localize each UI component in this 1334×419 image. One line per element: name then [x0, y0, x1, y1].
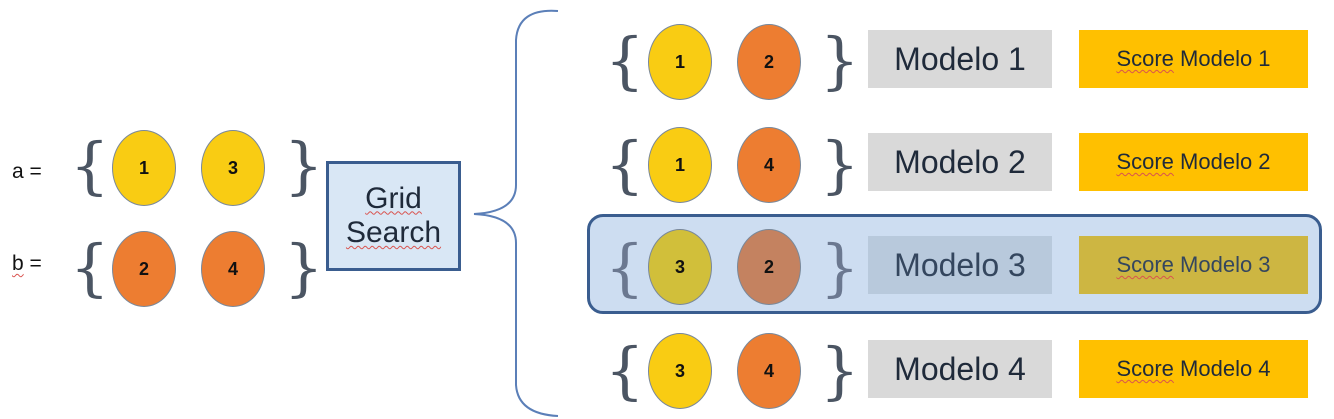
param-a-value-1: 1 — [112, 130, 176, 206]
param-b-label: b = — [12, 252, 42, 275]
combo-4-b: 4 — [737, 333, 801, 409]
combo-3-score: Score Modelo 3 — [1079, 236, 1308, 294]
combo-2-open-brace: { — [605, 128, 645, 201]
param-a-label: a = — [12, 160, 42, 183]
combo-2-score: Score Modelo 2 — [1079, 133, 1308, 191]
combo-4-open-brace: { — [605, 334, 645, 407]
param-a-value-2: 3 — [201, 130, 265, 206]
combo-1-open-brace: { — [605, 24, 645, 97]
param-b-open-brace: { — [70, 231, 110, 304]
combo-3-a: 3 — [648, 229, 712, 305]
combo-3-model: Modelo 3 — [868, 236, 1052, 294]
combo-3-open-brace: { — [605, 231, 645, 304]
combo-1-model: Modelo 1 — [868, 30, 1052, 88]
combo-4-close-brace: } — [820, 334, 860, 407]
combo-3-close-brace: } — [820, 231, 860, 304]
combo-1-close-brace: } — [820, 24, 860, 97]
combo-4-a: 3 — [648, 333, 712, 409]
combo-3-b: 2 — [737, 229, 801, 305]
combo-4-model: Modelo 4 — [868, 340, 1052, 398]
combo-1-b: 2 — [737, 24, 801, 100]
param-b-close-brace: } — [284, 231, 324, 304]
combo-2-model: Modelo 2 — [868, 133, 1052, 191]
param-b-value-1: 2 — [112, 231, 176, 307]
grid-search-line2: Search — [345, 216, 442, 249]
grid-search-line1: Grid — [365, 181, 422, 215]
param-b-value-2: 4 — [201, 231, 265, 307]
big-brace — [473, 9, 559, 417]
combo-2-b: 4 — [737, 127, 801, 203]
param-a-open-brace: { — [70, 129, 110, 202]
param-b-label-letter: b — [12, 252, 24, 275]
combo-2-close-brace: } — [820, 128, 860, 201]
combo-1-score: Score Modelo 1 — [1079, 30, 1308, 88]
combo-4-score: Score Modelo 4 — [1079, 340, 1308, 398]
param-a-close-brace: } — [284, 129, 324, 202]
combo-2-a: 1 — [648, 127, 712, 203]
combo-1-a: 1 — [648, 24, 712, 100]
grid-search-box: Grid Search — [326, 161, 461, 271]
